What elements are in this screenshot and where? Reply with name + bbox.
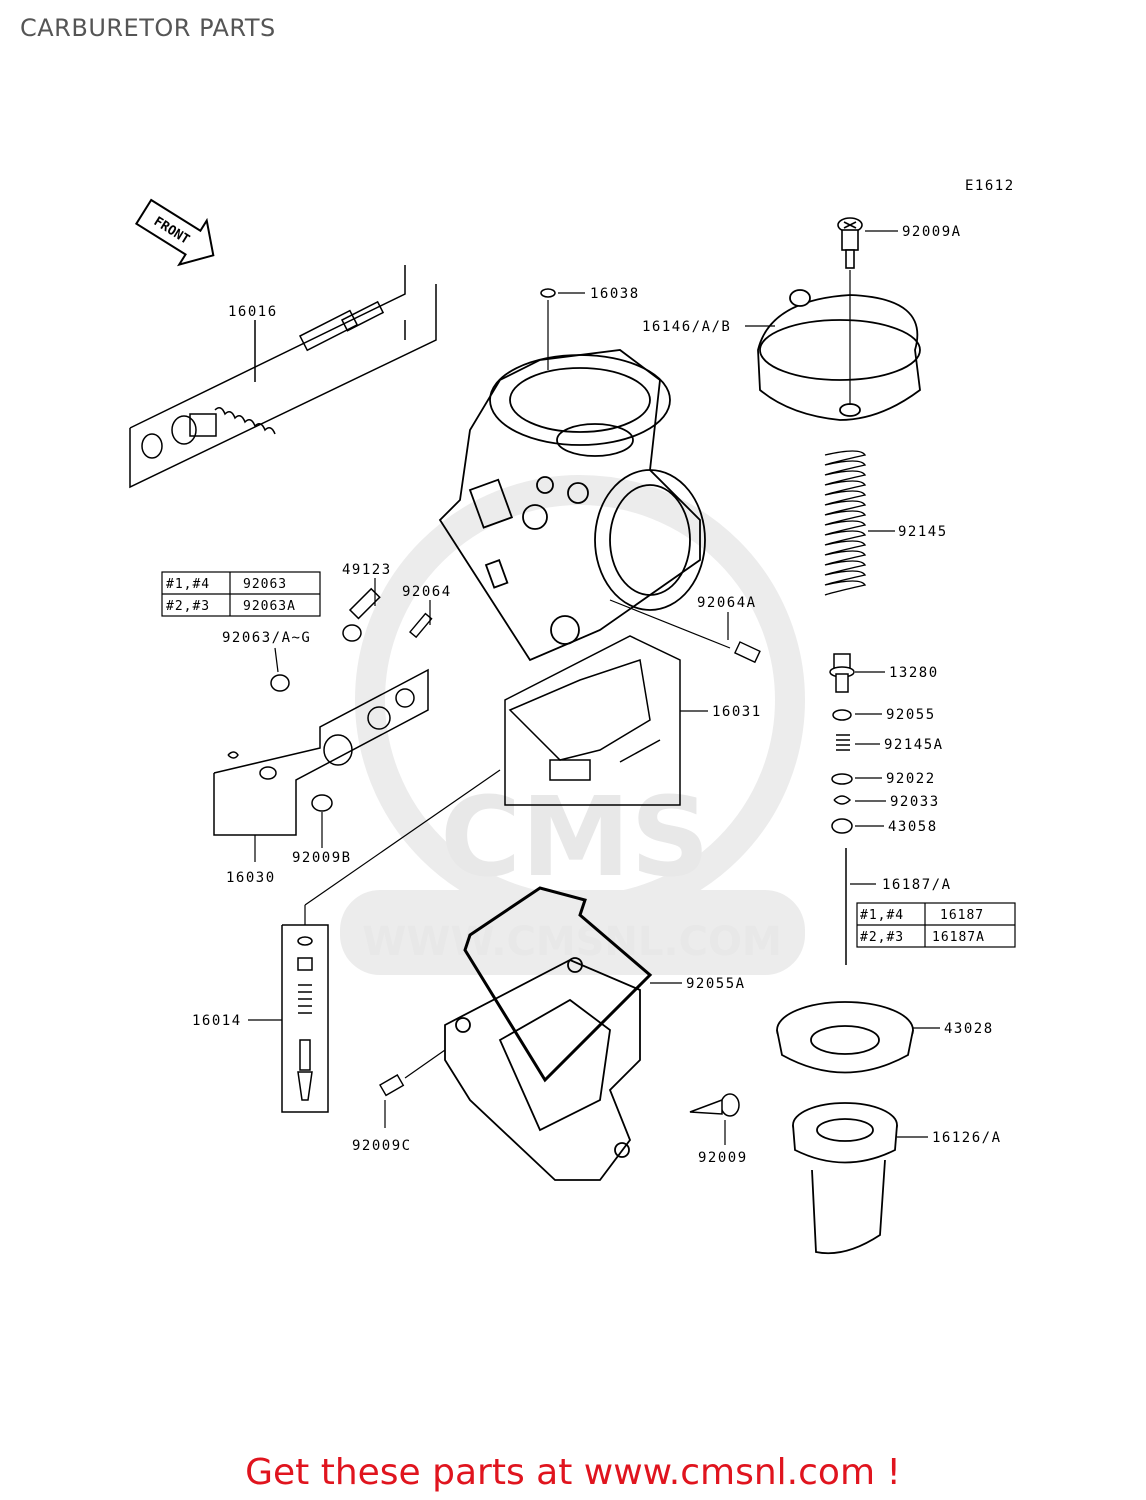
part-16014-set: [281, 924, 329, 1113]
diaphragm-43028: [776, 1001, 914, 1074]
callout-92055A: 92055A: [686, 976, 746, 992]
callout-92022: 92022: [886, 771, 936, 787]
ref-code: E1612: [965, 178, 1015, 194]
top-cover-16146: [757, 289, 921, 421]
callout-16038: 16038: [590, 286, 640, 302]
callout-16030: 16030: [226, 870, 276, 886]
carburetor-body: [438, 349, 706, 662]
callout-92145: 92145: [898, 524, 948, 540]
callout-16016: 16016: [228, 304, 278, 320]
callout-13280: 13280: [889, 665, 939, 681]
part-16030-set: [213, 668, 429, 836]
table-left-row1-cyl: #1,#4: [166, 577, 210, 592]
callout-92009C: 92009C: [352, 1138, 412, 1154]
callout-92055: 92055: [886, 707, 936, 723]
table-left: [161, 571, 321, 617]
callout-49123: 49123: [342, 562, 392, 578]
table-right-row1-part: 16187: [940, 908, 984, 923]
callout-92063AG: 92063/A~G: [222, 630, 311, 646]
table-right: [856, 902, 1016, 948]
callout-92033: 92033: [890, 794, 940, 810]
callout-92009: 92009: [698, 1150, 748, 1166]
spring-92145: [824, 450, 867, 596]
callout-92064: 92064: [402, 584, 452, 600]
table-right-row2-part: 16187A: [932, 930, 985, 945]
page-title: CARBURETOR PARTS: [20, 14, 276, 42]
jet-92063: [270, 674, 290, 692]
right-small-parts: [829, 653, 855, 965]
screw-92009C: [379, 1074, 405, 1097]
part-16031-set: [504, 635, 681, 806]
jet-92064: [409, 612, 433, 639]
gasket-92055A: [463, 886, 653, 1083]
screw-92009: [689, 1093, 740, 1117]
screw-92009A: [837, 217, 863, 269]
watermark-url: WWW.CMSNL.COM: [362, 919, 782, 965]
callout-16126: 16126/A: [932, 1130, 1002, 1146]
get-parts-link[interactable]: Get these parts at www.cmsnl.com !: [245, 1452, 901, 1493]
watermark-brand: CMS: [440, 773, 709, 901]
oring-16038: [540, 288, 556, 298]
callout-16014: 16014: [192, 1013, 242, 1029]
float-bowl: [444, 957, 641, 1181]
table-left-row2-cyl: #2,#3: [166, 599, 210, 614]
table-right-row1-cyl: #1,#4: [860, 908, 904, 923]
callout-16187: 16187/A: [882, 877, 952, 893]
callout-16031: 16031: [712, 704, 762, 720]
callout-43058: 43058: [888, 819, 938, 835]
callout-92064A: 92064A: [697, 595, 757, 611]
part-16016-assembly: [129, 265, 437, 489]
callout-43028: 43028: [944, 1021, 994, 1037]
jet-92064A: [733, 641, 761, 664]
table-right-row2-cyl: #2,#3: [860, 930, 904, 945]
callout-92009A: 92009A: [902, 224, 962, 240]
front-arrow-icon: FRONT: [134, 198, 215, 267]
callout-16146: 16146/A/B: [642, 319, 731, 335]
callout-92009B: 92009B: [292, 850, 352, 866]
table-left-row1-part: 92063: [243, 577, 287, 592]
table-left-row2-part: 92063A: [243, 599, 296, 614]
piston-16126: [792, 1102, 898, 1255]
callout-92145A: 92145A: [884, 737, 944, 753]
cms-watermark: CMS WWW.CMSNL.COM: [340, 475, 805, 975]
